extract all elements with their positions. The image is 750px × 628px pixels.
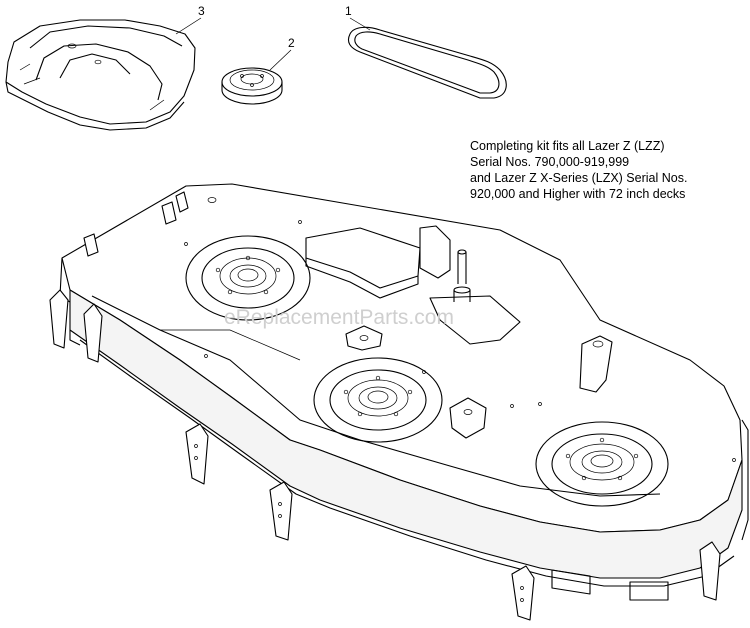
watermark: eReplacementParts.com [224, 306, 454, 329]
note-line: 920,000 and Higher with 72 inch decks [470, 187, 686, 201]
callout-3: 3 [175, 4, 205, 35]
note-line: Completing kit fits all Lazer Z (LZZ) [470, 139, 665, 153]
note-line: Serial Nos. 790,000-919,999 [470, 155, 630, 169]
svg-text:2: 2 [288, 36, 295, 50]
part-1-belt [347, 26, 507, 99]
mower-deck [49, 183, 749, 621]
callout-1: 1 [345, 4, 371, 31]
part-3-cover [5, 19, 196, 131]
note-line: and Lazer Z X-Series (LZX) Serial Nos. [470, 171, 688, 185]
callout-2: 2 [269, 36, 295, 71]
svg-text:3: 3 [198, 4, 205, 18]
part-2-pulley [221, 67, 283, 105]
compatibility-note: Completing kit fits all Lazer Z (LZZ) Se… [470, 138, 687, 202]
svg-text:1: 1 [345, 4, 352, 18]
